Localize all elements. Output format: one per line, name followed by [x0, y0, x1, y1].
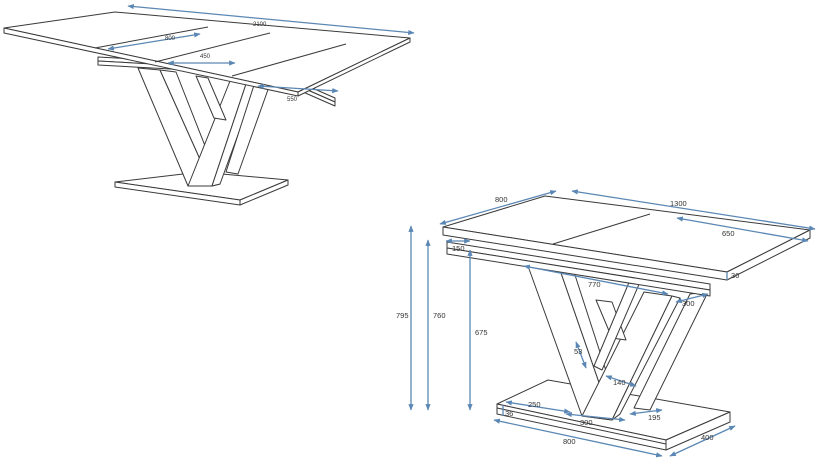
closed-v-legs: [527, 265, 709, 421]
label-base-thickness: 36: [505, 409, 513, 418]
label-frame-length: 770: [588, 280, 601, 289]
label-leg-width: 300: [682, 299, 695, 308]
extended-dimensions: 2100 800 450 550: [107, 3, 415, 103]
label-leg-thickness: 53: [574, 347, 582, 356]
closed-table-view: 800 1300 650 150 36 770 300 795 760 675 …: [396, 189, 816, 458]
label-leg-height: 675: [475, 328, 488, 337]
label-section-length: 800: [165, 36, 176, 42]
label-half-length: 650: [722, 229, 735, 238]
label-insert-length: 450: [200, 54, 211, 60]
label-total-length: 2100: [253, 22, 267, 28]
label-base-depth: 400: [701, 433, 714, 442]
label-top-length: 1300: [670, 199, 687, 208]
label-top-depth: 800: [495, 195, 508, 204]
closed-dimensions: 800 1300 650 150 36 770 300 795 760 675 …: [396, 189, 816, 458]
extended-table-view: 2100 800 450 550: [3, 3, 415, 206]
label-total-height: 795: [396, 311, 409, 320]
closed-table-top: [442, 195, 811, 281]
label-base-inset: 250: [528, 400, 541, 409]
label-top-thickness: 36: [731, 271, 739, 280]
label-base-length: 800: [563, 437, 576, 446]
label-base-leg-width: 300: [580, 418, 593, 427]
label-frame-height: 760: [433, 311, 446, 320]
label-base-leg-depth: 195: [648, 413, 661, 422]
label-overhang: 150: [452, 244, 465, 253]
label-offset: 550: [287, 97, 298, 103]
label-leg-gap: 140: [613, 378, 626, 387]
